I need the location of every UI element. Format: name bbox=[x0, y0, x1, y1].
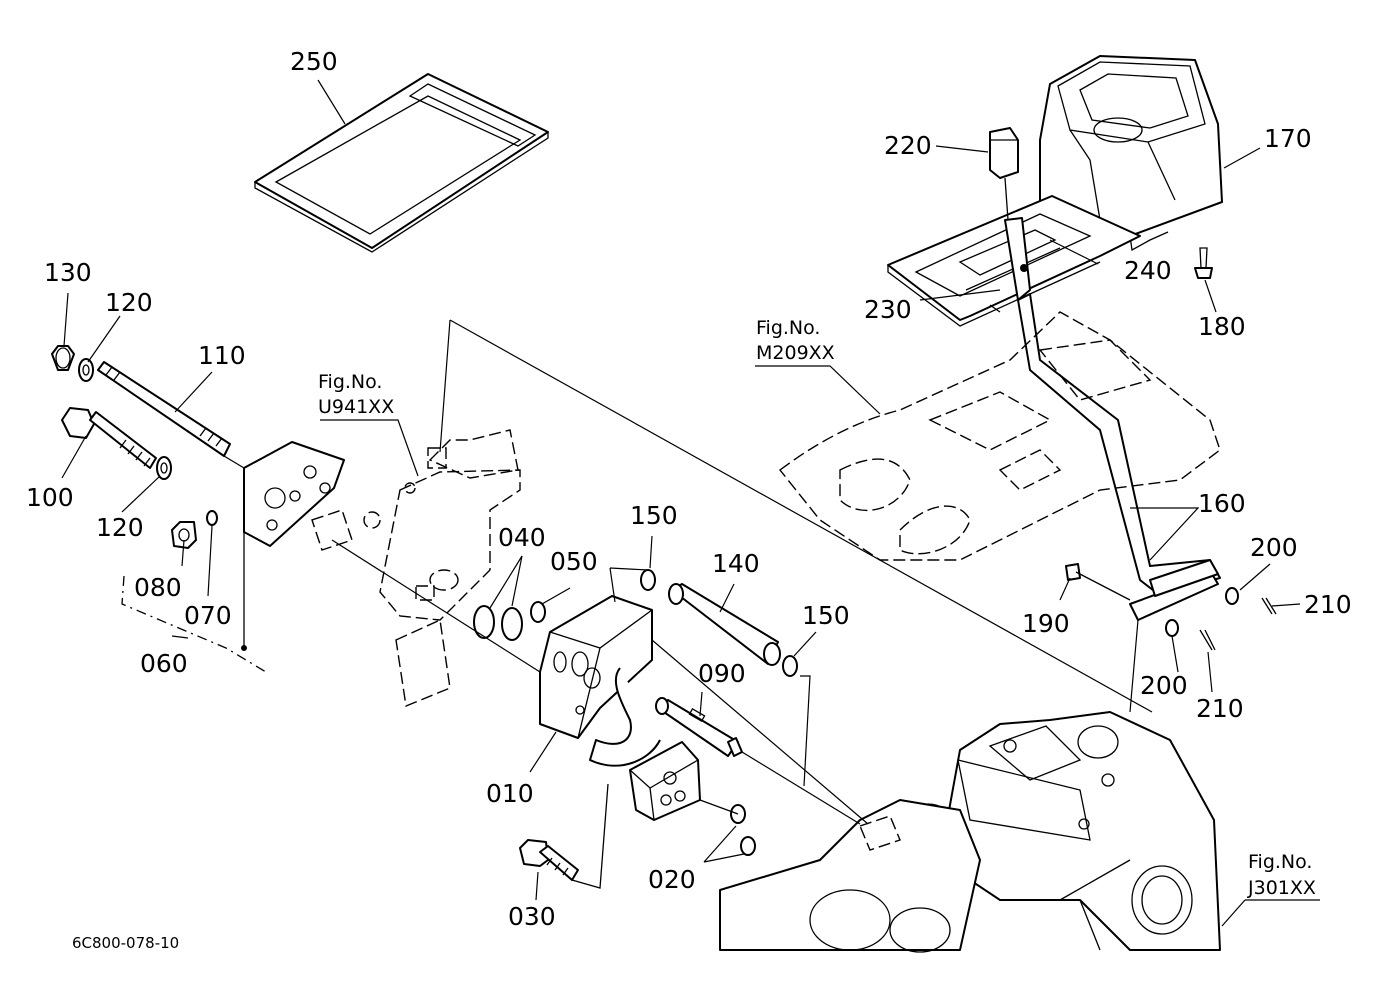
label-150-bottom: 150 bbox=[802, 601, 850, 630]
label-200-top: 200 bbox=[1250, 533, 1298, 562]
fig-ref-j301-number: J301XX bbox=[1247, 877, 1316, 899]
label-240: 240 bbox=[1124, 256, 1172, 285]
valve-block-010 bbox=[539, 595, 653, 739]
label-190: 190 bbox=[1022, 609, 1070, 638]
label-220: 220 bbox=[884, 131, 932, 160]
transmission-housing bbox=[719, 711, 1221, 953]
nut-130 bbox=[51, 345, 75, 371]
figure-references: Fig.No. U941XX Fig.No. M209XX Fig.No. J3… bbox=[318, 317, 1316, 899]
flange-pipe bbox=[589, 667, 701, 821]
console-housing-170 bbox=[1039, 55, 1223, 252]
fig-ref-m209-title: Fig.No. bbox=[756, 317, 820, 339]
label-030: 030 bbox=[508, 902, 556, 931]
label-100: 100 bbox=[26, 483, 74, 512]
fig-ref-u941-title: Fig.No. bbox=[318, 371, 382, 393]
leader-lines bbox=[61, 79, 1320, 927]
label-010: 010 bbox=[486, 779, 534, 808]
label-180: 180 bbox=[1198, 312, 1246, 341]
floor-panel bbox=[779, 311, 1221, 561]
label-140: 140 bbox=[712, 549, 760, 578]
assembly-lines bbox=[223, 319, 1153, 825]
label-040: 040 bbox=[498, 523, 546, 552]
label-120-top: 120 bbox=[105, 288, 153, 317]
label-210-bottom: 210 bbox=[1196, 694, 1244, 723]
bolt-100 bbox=[61, 407, 157, 469]
drawing-code: 6C800-078-10 bbox=[72, 934, 179, 952]
label-080: 080 bbox=[134, 573, 182, 602]
o-ring-150 bbox=[640, 569, 798, 677]
label-130: 130 bbox=[44, 258, 92, 287]
fig-ref-m209-number: M209XX bbox=[756, 342, 835, 364]
pipe-140 bbox=[668, 583, 781, 666]
label-060: 060 bbox=[140, 649, 188, 678]
label-090: 090 bbox=[698, 659, 746, 688]
o-ring-050 bbox=[530, 601, 546, 623]
label-210-top: 210 bbox=[1304, 590, 1352, 619]
label-150-top: 150 bbox=[630, 501, 678, 530]
bracket-060 bbox=[241, 441, 345, 651]
fig-ref-j301-title: Fig.No. bbox=[1248, 851, 1312, 873]
label-250: 250 bbox=[290, 47, 338, 76]
washer-120 bbox=[78, 358, 172, 480]
pin-190 bbox=[1065, 563, 1131, 601]
label-200-bottom: 200 bbox=[1140, 671, 1188, 700]
plug-080 bbox=[171, 521, 197, 549]
label-050: 050 bbox=[550, 547, 598, 576]
pin-090 bbox=[655, 697, 743, 757]
operator-manual-250 bbox=[254, 73, 549, 253]
label-160: 160 bbox=[1198, 489, 1246, 518]
label-020: 020 bbox=[648, 865, 696, 894]
label-110: 110 bbox=[198, 341, 246, 370]
label-230: 230 bbox=[864, 295, 912, 324]
clip-180 bbox=[1194, 247, 1213, 279]
o-ring-040 bbox=[473, 605, 523, 641]
label-070: 070 bbox=[184, 601, 232, 630]
label-120-bottom: 120 bbox=[96, 513, 144, 542]
cotter-pin-210 bbox=[1199, 597, 1277, 651]
label-170: 170 bbox=[1264, 124, 1312, 153]
shift-lever-160 bbox=[989, 127, 1221, 621]
o-ring-070 bbox=[206, 510, 218, 526]
bolt-030 bbox=[519, 783, 609, 889]
part-labels: 250 220 170 240 230 180 130 120 110 100 … bbox=[26, 47, 1352, 931]
stud-bolt-110 bbox=[97, 361, 231, 457]
fig-ref-u941-number: U941XX bbox=[318, 396, 394, 418]
